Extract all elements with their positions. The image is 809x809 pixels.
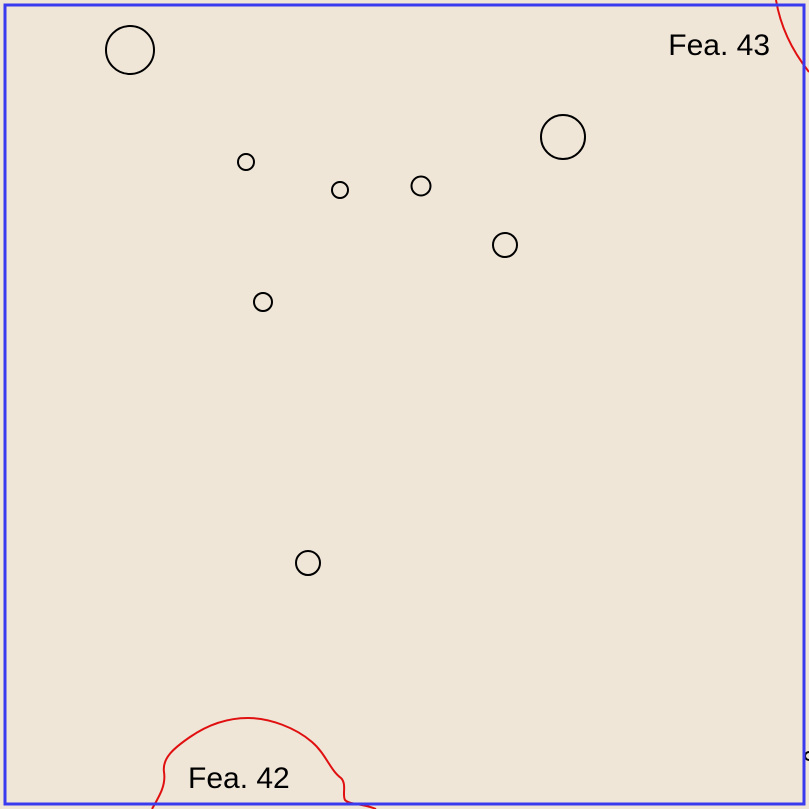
- excavation-unit-border: [3, 3, 806, 806]
- posthole: [331, 181, 349, 199]
- feature-42-outline: [151, 716, 377, 809]
- posthole: [410, 175, 432, 197]
- feature-42-label: Fea. 42: [188, 762, 290, 795]
- posthole: [105, 25, 155, 75]
- postholes: [105, 25, 586, 576]
- posthole: [295, 550, 321, 576]
- posthole: [253, 292, 273, 312]
- posthole: [540, 114, 586, 160]
- posthole: [492, 232, 518, 258]
- feature-43-label: Fea. 43: [668, 29, 770, 62]
- posthole: [237, 153, 255, 171]
